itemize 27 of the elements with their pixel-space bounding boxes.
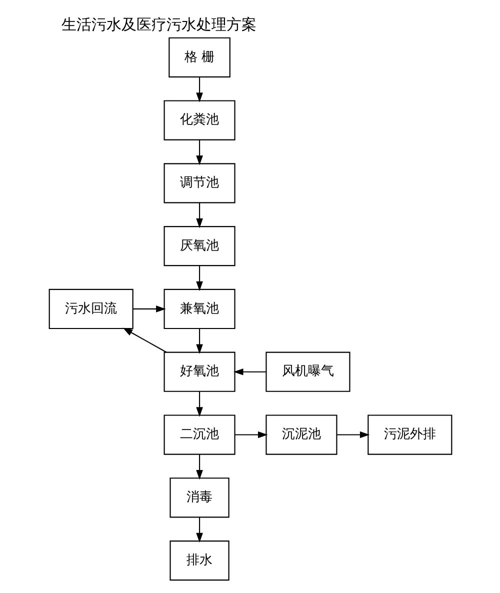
node-box: 格 栅 xyxy=(168,37,230,78)
arrow xyxy=(196,266,202,292)
node-box: 污水回流 xyxy=(48,288,133,330)
arrow xyxy=(196,517,202,543)
node-box: 沉泥池 xyxy=(265,414,337,455)
node-box: 化粪池 xyxy=(163,100,235,140)
node-box: 好氧池 xyxy=(163,352,235,392)
arrow xyxy=(196,328,202,354)
arrow xyxy=(196,392,202,417)
node-box: 消毒 xyxy=(169,478,229,518)
node-box: 兼氧池 xyxy=(163,288,235,330)
arrow xyxy=(232,368,266,376)
arrow xyxy=(234,431,268,438)
node-box: 厌氧池 xyxy=(163,226,235,266)
arrow xyxy=(132,306,166,312)
node-box: 调节池 xyxy=(163,163,235,204)
arrow xyxy=(196,202,202,228)
arrow xyxy=(196,140,202,166)
arrow xyxy=(336,431,370,438)
diagram-title: 生活污水及医疗污水处理方案 xyxy=(60,15,256,34)
arrow xyxy=(196,454,202,480)
node-box: 二沉池 xyxy=(163,414,235,455)
node-box: 排水 xyxy=(169,540,229,581)
arrow xyxy=(122,328,166,353)
node-box: 污泥外排 xyxy=(367,414,452,455)
arrow xyxy=(196,77,202,102)
node-box: 风机曝气 xyxy=(265,352,350,392)
